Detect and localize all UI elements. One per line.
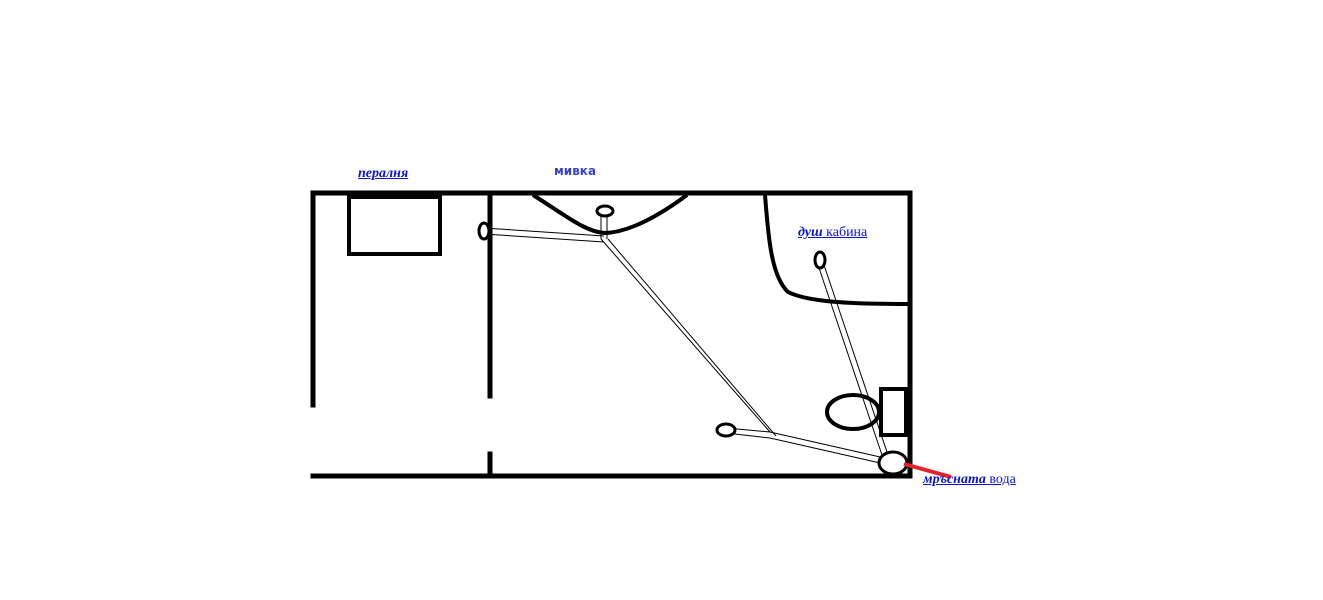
main-drain [877, 450, 909, 476]
laundry-drain [477, 221, 491, 241]
shower-cabin-label: душ кабина [798, 225, 867, 241]
sink-label: мивка [554, 164, 597, 178]
shower-label-word1: душ [798, 225, 823, 240]
shower-drain [813, 250, 827, 270]
dirty-water-label: мръсната вода [923, 472, 1016, 488]
toilet [825, 387, 908, 437]
laundry-label: пералня [358, 166, 409, 181]
sink-drain [595, 204, 615, 218]
dirty-water-label-word2: вода [989, 472, 1016, 487]
waste-outlet-pipe [903, 462, 952, 479]
washing-machine [347, 195, 442, 256]
walls [310, 190, 913, 479]
floor-drain [715, 422, 737, 438]
sink-basin [531, 193, 689, 236]
shower-cabin [763, 194, 909, 306]
shower-label-word2: кабина [826, 225, 868, 240]
toilet-tank [879, 387, 908, 437]
drain-points [477, 204, 909, 476]
dirty-water-label-word1: мръсната [923, 472, 986, 487]
drain-pipes [483, 212, 891, 466]
